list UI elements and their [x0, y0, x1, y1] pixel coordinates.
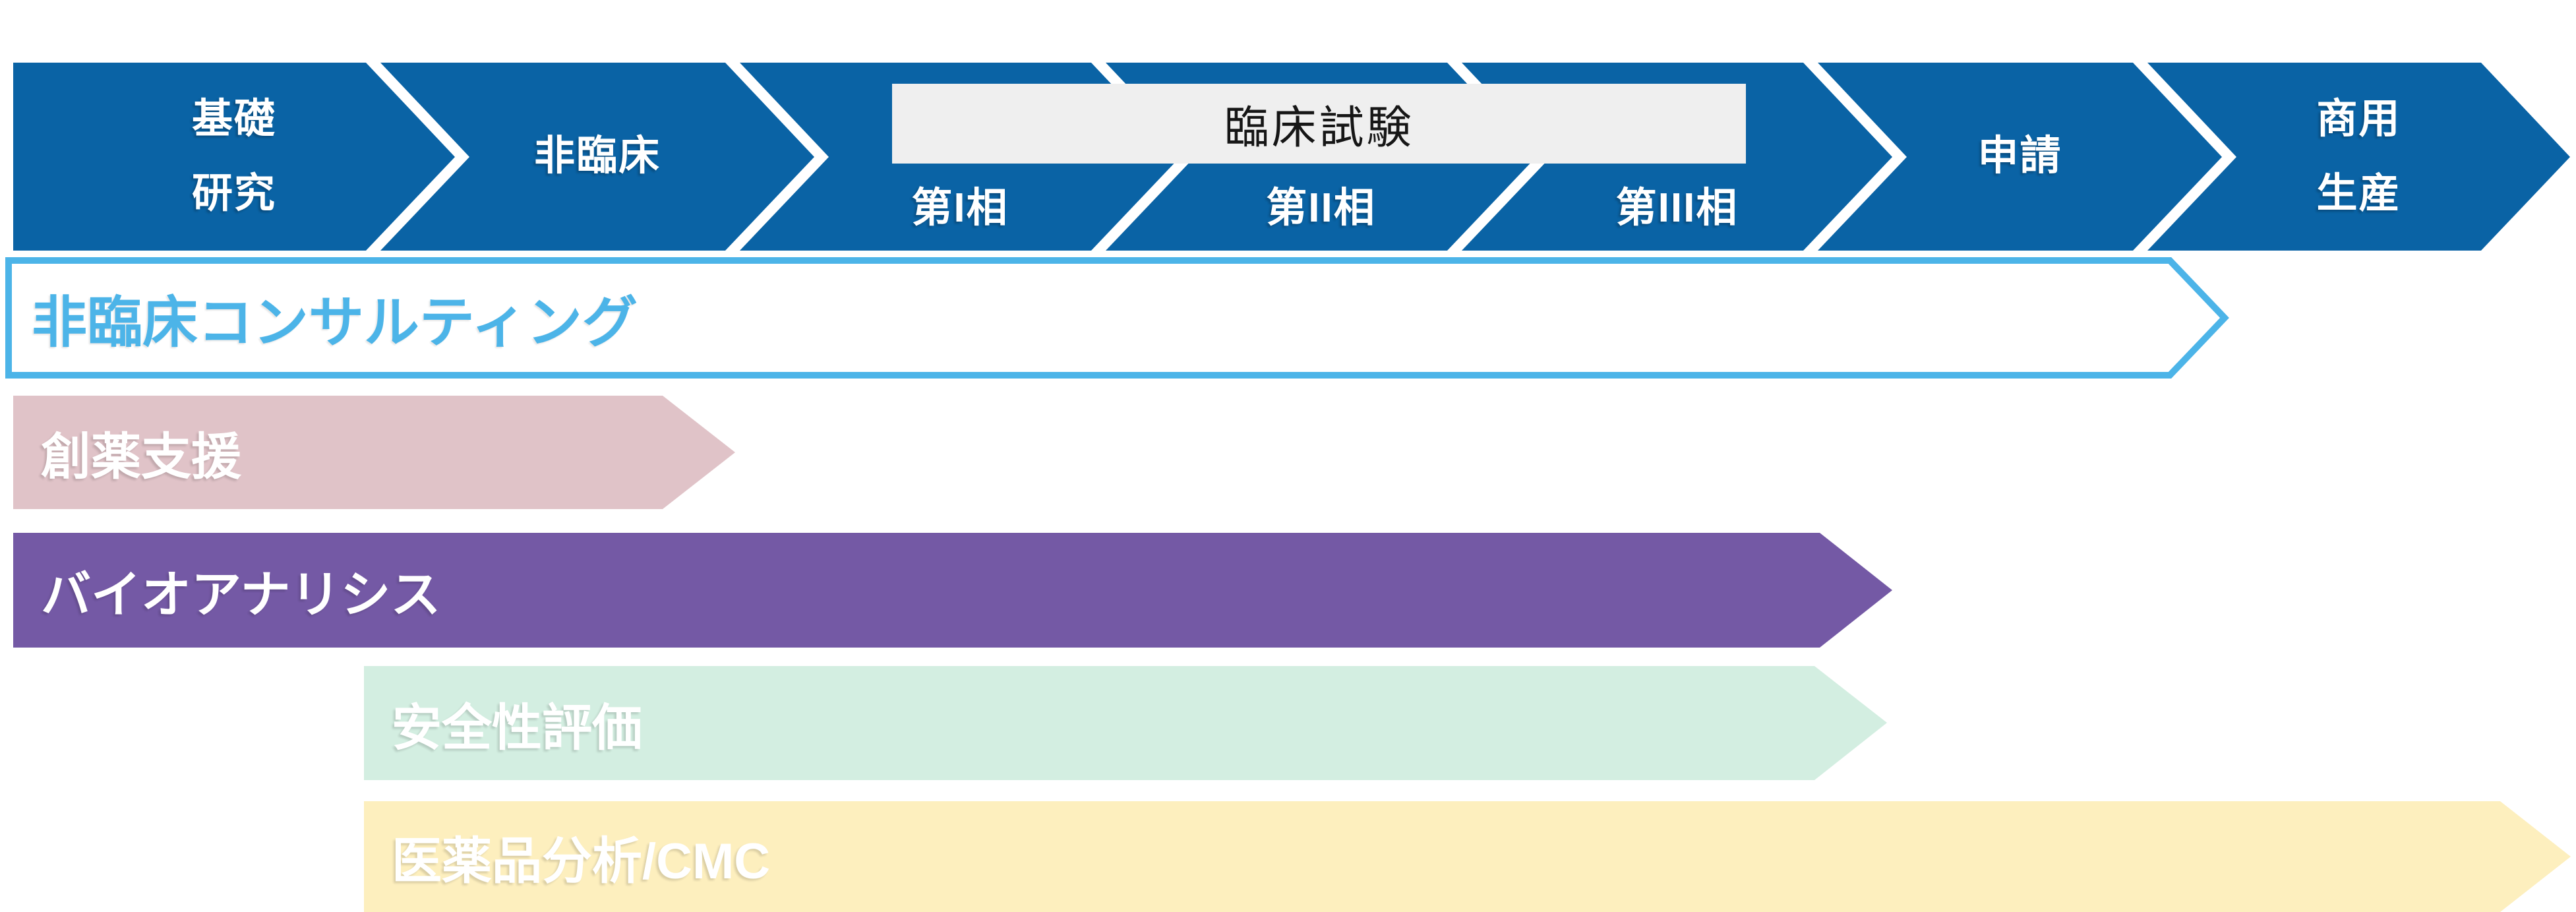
- process-stage-row: 基礎 研究 非臨床 第I相 第II相 第III相 申請: [0, 63, 2576, 251]
- service-bar-nonclinical-consulting: [5, 257, 2229, 379]
- clinical-trials-header: 臨床試験: [892, 84, 1746, 164]
- stage-label-line: 研究: [191, 170, 276, 216]
- stage-label-line: 基礎: [191, 96, 276, 142]
- service-bar-pharma-analysis-cmc: 医薬品分析/CMC: [364, 801, 2571, 912]
- stage-label-line: 申請: [1977, 133, 2062, 179]
- stage-phase-2-label: 第II相: [1266, 171, 1375, 246]
- stage-label-line: 非臨床: [533, 133, 661, 179]
- stage-label-line: 商用: [2316, 96, 2401, 142]
- stage-phase-1-label: 第I相: [911, 171, 1008, 246]
- service-label-drug-discovery-support: 創薬支援: [41, 429, 241, 485]
- stage-commercial-production-label: 商用 生産: [2316, 82, 2401, 231]
- stage-label-line: 第III相: [1615, 185, 1739, 231]
- stage-basic-research: 基礎 研究: [13, 63, 455, 251]
- service-label-pharma-analysis-cmc: 医薬品分析/CMC: [392, 834, 771, 890]
- stage-basic-research-label: 基礎 研究: [192, 82, 276, 231]
- service-bar-safety-assessment: 安全性評価: [364, 666, 1887, 780]
- stage-nonclinical-label: 非臨床: [534, 119, 661, 194]
- stage-label-line: 第II相: [1266, 185, 1376, 231]
- service-bar-drug-discovery-support: 創薬支援: [13, 396, 735, 509]
- service-bar-bioanalysis: バイオアナリシス: [13, 533, 1892, 648]
- consulting-arrow-outline: [5, 257, 2229, 379]
- stage-phase-3-label: 第III相: [1616, 171, 1739, 246]
- service-label-safety-assessment: 安全性評価: [392, 700, 642, 756]
- stage-label-line: 第I相: [911, 185, 1009, 231]
- service-label-nonclinical-consulting: 非臨床コンサルティング: [32, 291, 638, 353]
- stage-application-label: 申請: [1977, 119, 2062, 194]
- service-label-bioanalysis: バイオアナリシス: [41, 567, 441, 623]
- stage-label-line: 生産: [2316, 170, 2401, 216]
